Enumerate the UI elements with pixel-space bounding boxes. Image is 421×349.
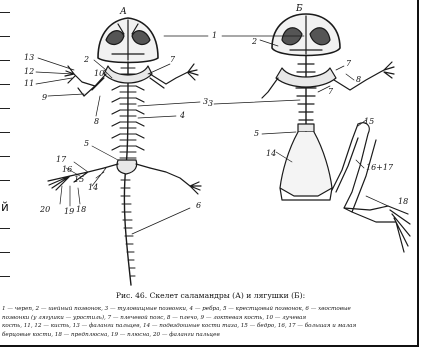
callout-b-3: 3 [208,99,213,108]
callout-a-5: 5 [84,139,89,148]
legend-line: позвонки (у лягушки — уростиль), 7 — пле… [2,314,417,323]
panel-b-label: Б [295,4,303,14]
callout-a-15: 15 [74,175,84,184]
figure-caption: Рис. 46. Скелет саламандры (А) и лягушки… [0,291,421,300]
callout-a-16: 16 [62,165,72,174]
callout-b-8: 8 [356,75,361,84]
callout-b-15: 15 [364,117,374,126]
callout-a-6: 6 [196,201,201,210]
callout-a-7: 7 [170,55,176,64]
skeleton-figure: А Б 13 12 11 9 8 2 10 1 7 3 4 5 17 16 14… [0,0,421,290]
callout-a-4: 4 [179,111,185,120]
callout-a-10: 10 [94,69,104,78]
callout-a-14: 14 [88,183,98,192]
callout-a-2: 2 [83,55,89,64]
callout-a-12: 12 [24,67,34,76]
callout-a-11: 11 [24,79,34,88]
callout-a-9: 9 [42,93,47,102]
callout-b-7: 7 [346,59,352,68]
figure-legend: 1 — череп, 2 — шейный позвонок, 3 — туло… [2,305,417,339]
callout-b-7-second: 7 [328,87,334,96]
legend-line: берцовые кости, 18 — предплюсна, 19 — пл… [2,331,417,340]
legend-line: 1 — череп, 2 — шейный позвонок, 3 — туло… [2,305,417,314]
callout-a-13: 13 [24,53,34,62]
callout-a-19: 19 [64,207,74,216]
callout-b-18: 18 [398,197,408,206]
callout-a-18: 18 [76,205,86,214]
callout-b-14: 14 [266,149,276,158]
callout-a-20: 20 [39,205,50,214]
salamander-skeleton [48,18,201,285]
callout-a-8: 8 [94,117,99,126]
callout-b-2: 2 [251,37,257,46]
callout-b-5: 5 [254,129,259,138]
callout-a-17: 17 [56,155,67,164]
callout-a-1: 1 [212,31,217,40]
legend-line: кость, 11, 12 — кисть, 13 — фаланги паль… [2,322,417,331]
panel-a-label: А [119,7,127,17]
callout-leaders [36,36,388,234]
callout-b-16-17: 16+17 [366,163,394,172]
